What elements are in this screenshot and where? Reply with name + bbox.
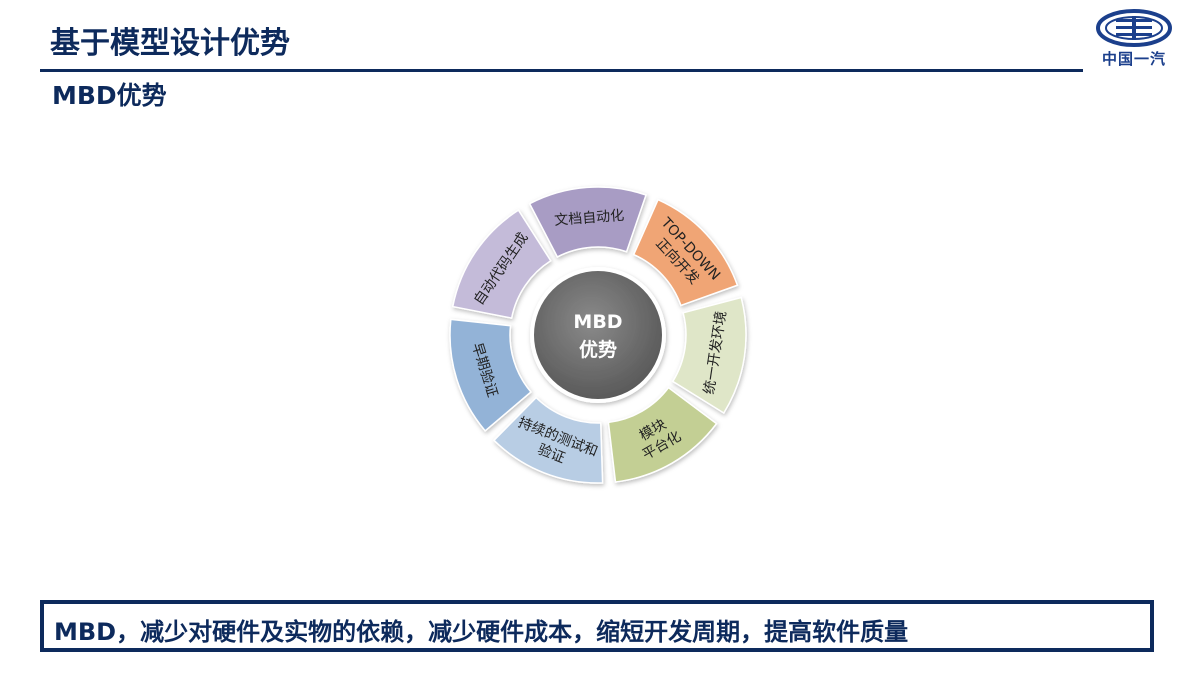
summary-text: MBD，减少对硬件及实物的依赖，减少硬件成本，缩短开发周期，提高软件质量 [54, 618, 909, 646]
hub-label-line2: 优势 [579, 338, 617, 361]
ring-segment [607, 386, 718, 483]
summary-banner: MBD，减少对硬件及实物的依赖，减少硬件成本，缩短开发周期，提高软件质量 [40, 600, 1154, 652]
segment-label-line: 文档自动化 [554, 208, 625, 229]
section-subtitle: MBD优势 [52, 81, 167, 110]
hub-circle [530, 267, 666, 403]
faw-logo-icon [1096, 9, 1172, 47]
ring-segment [528, 186, 647, 258]
ring-segment [449, 318, 532, 432]
segment-label: 文档自动化 [554, 208, 625, 229]
hub-label-line1: MBD [573, 311, 622, 333]
ring-segment [492, 396, 604, 484]
ring-segment [632, 198, 739, 307]
logo-text: 中国一汽 [1101, 50, 1166, 68]
page-title: 基于模型设计优势 [50, 26, 290, 61]
title-divider [40, 69, 1083, 72]
ring-segment [671, 296, 747, 414]
ring-segment [451, 209, 552, 319]
